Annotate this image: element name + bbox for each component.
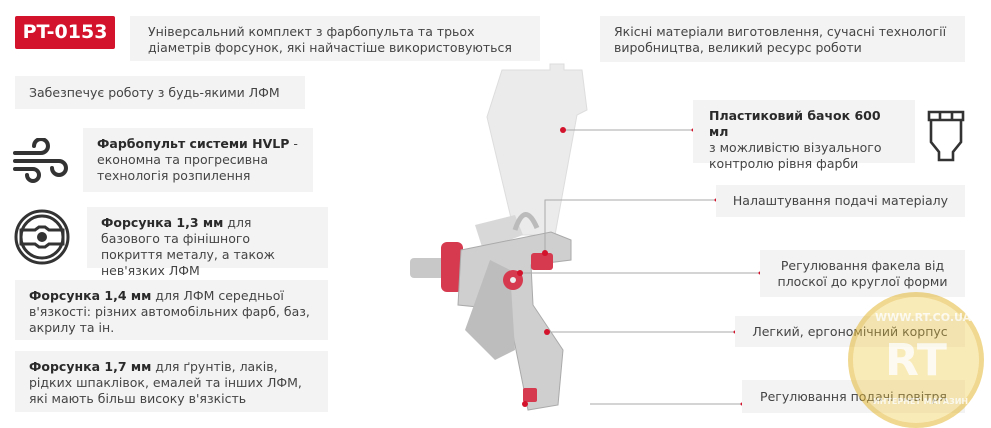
universal-kit-note: Універсальний комплект з фарбопульта та … (130, 16, 540, 61)
nozzle-13-title: Форсунка 1,3 мм (101, 215, 224, 230)
paint-cup-icon (927, 110, 965, 162)
nozzle-14-text: для ЛФМ середньої в'язкості: різних авто… (29, 288, 310, 335)
nozzle-14-feature: Форсунка 1,4 мм для ЛФМ середньої в'язко… (15, 280, 328, 340)
nozzle-17-feature: Форсунка 1,7 мм для ґрунтів, лаків, рідк… (15, 351, 328, 412)
hvlp-title: Фарбопульт системи HVLP (97, 136, 290, 151)
hvlp-feature: Фарбопульт системи HVLP - економна та пр… (83, 128, 313, 192)
tank-title: Пластиковий бачок 600 мл (709, 108, 881, 139)
wind-icon (13, 138, 68, 183)
watermark-letters: RT (885, 335, 947, 386)
watermark-shop: ИНТЕРНЕТ МАГАЗИН (873, 397, 969, 406)
tank-text: з можливістю візуального контролю рівня … (709, 140, 882, 171)
spray-gun-image (410, 63, 588, 411)
nozzle-icon (14, 209, 70, 265)
product-code-badge: PT-0153 (15, 16, 115, 49)
nozzle-14-title: Форсунка 1,4 мм (29, 288, 152, 303)
watermark-logo: WWW.RT.CO.UA RT ИНТЕРНЕТ МАГАЗИН (848, 292, 984, 428)
fan-adjust-feature: Регулювання факела від плоскої до кругло… (760, 250, 965, 297)
any-paint-note: Забезпечує роботу з будь-якими ЛФМ (15, 76, 305, 109)
nozzle-13-feature: Форсунка 1,3 мм для базового та фінішног… (87, 207, 328, 278)
quality-note: Якісні матеріали виготовлення, сучасні т… (600, 16, 965, 62)
nozzle-17-text: для ґрунтів, лаків, рідких шпаклівок, ем… (29, 359, 302, 406)
material-feed-feature: Налаштування подачі матеріалу (716, 185, 965, 217)
nozzle-17-title: Форсунка 1,7 мм (29, 359, 152, 374)
watermark-url: WWW.RT.CO.UA (875, 311, 972, 324)
hvlp-text: - економна та прогресивна технологія роз… (97, 136, 298, 183)
nozzle-13-text: для базового та фінішного покриття метал… (101, 215, 275, 278)
